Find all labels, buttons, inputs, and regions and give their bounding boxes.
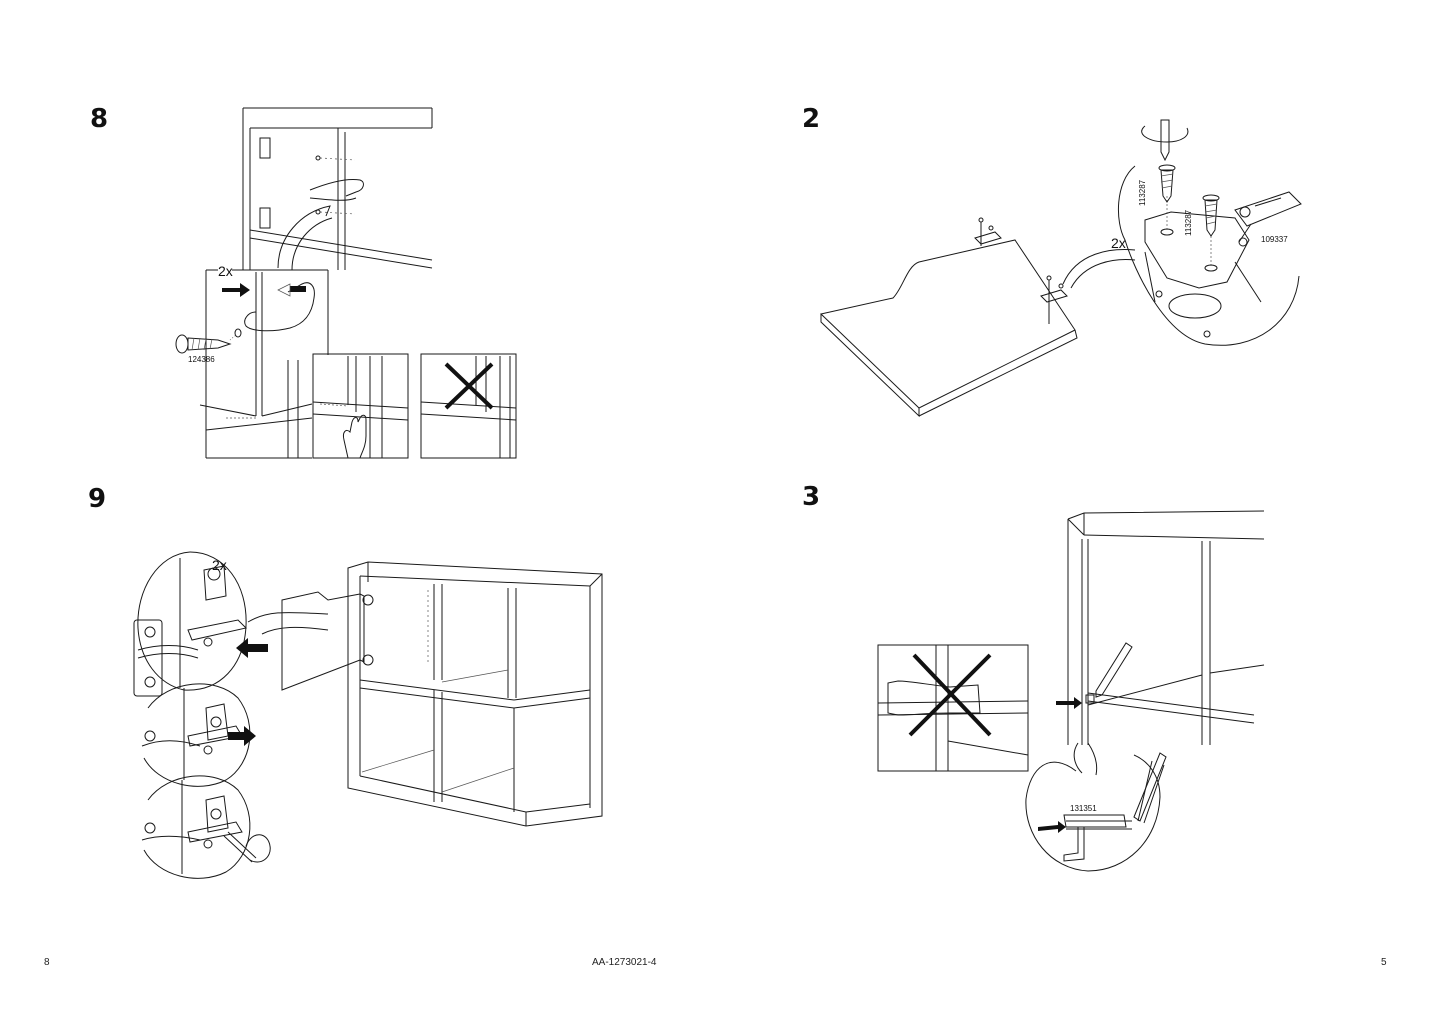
screw-icon — [175, 328, 242, 354]
rotate-arrow-icon — [245, 834, 271, 863]
step-3-number: 3 — [802, 482, 821, 512]
shelf-support-detail-circle — [1025, 742, 1167, 872]
rotate-arrow-icon — [1141, 125, 1189, 143]
incorrect-inset — [877, 644, 1029, 772]
pointing-hand-icon — [343, 414, 367, 459]
arrow-right-icon — [222, 283, 250, 297]
step-2-number: 2 — [802, 104, 821, 134]
kallax-cabinet — [347, 561, 603, 827]
right-page-number: 5 — [1381, 957, 1387, 968]
door-detail-panel — [175, 269, 329, 459]
step-2-quantity: 2x — [1111, 235, 1126, 251]
prohibited-cross-icon — [444, 362, 494, 410]
arrow-right-icon — [1038, 821, 1066, 833]
step-2-screw-part-b: 113287 — [1184, 209, 1193, 236]
step-9-quantity: 2x — [212, 557, 227, 573]
arrow-right-icon — [228, 726, 256, 746]
hinge-detail-circles — [133, 551, 271, 879]
step-3-part-number: 131351 — [1070, 804, 1097, 813]
arrow-right-icon — [290, 286, 306, 292]
screw-icon — [1202, 194, 1220, 237]
step-2-fitting-part: 109337 — [1261, 235, 1288, 244]
fitting-detail-circle — [1062, 119, 1302, 346]
document-id: AA-1273021-4 — [592, 957, 657, 968]
step-8-number: 8 — [90, 104, 109, 134]
step-8-illustration: 2x 124386 — [170, 100, 530, 462]
shelf-unit — [1056, 510, 1265, 745]
incorrect-inset — [420, 353, 517, 459]
shelf-board — [819, 217, 1078, 418]
step-2-illustration: 113287 113287 109337 2x — [815, 112, 1315, 422]
step-8-quantity: 2x — [218, 263, 233, 279]
step-9-illustration: 2x — [128, 540, 608, 880]
step-2-screw-part-a: 113287 — [1138, 179, 1147, 206]
left-page-number: 8 — [44, 957, 50, 968]
arrow-right-icon — [1056, 697, 1082, 709]
step-3-illustration: 131351 — [870, 505, 1270, 877]
step-8-part-number: 124386 — [188, 355, 215, 364]
arrow-right-icon — [236, 638, 268, 658]
correct-inset — [312, 353, 409, 459]
step-9-number: 9 — [88, 484, 107, 514]
screw-icon — [1158, 164, 1176, 203]
shelf-unit-background — [242, 107, 433, 271]
door-panel — [281, 591, 374, 691]
prohibited-cross-icon — [908, 653, 992, 737]
